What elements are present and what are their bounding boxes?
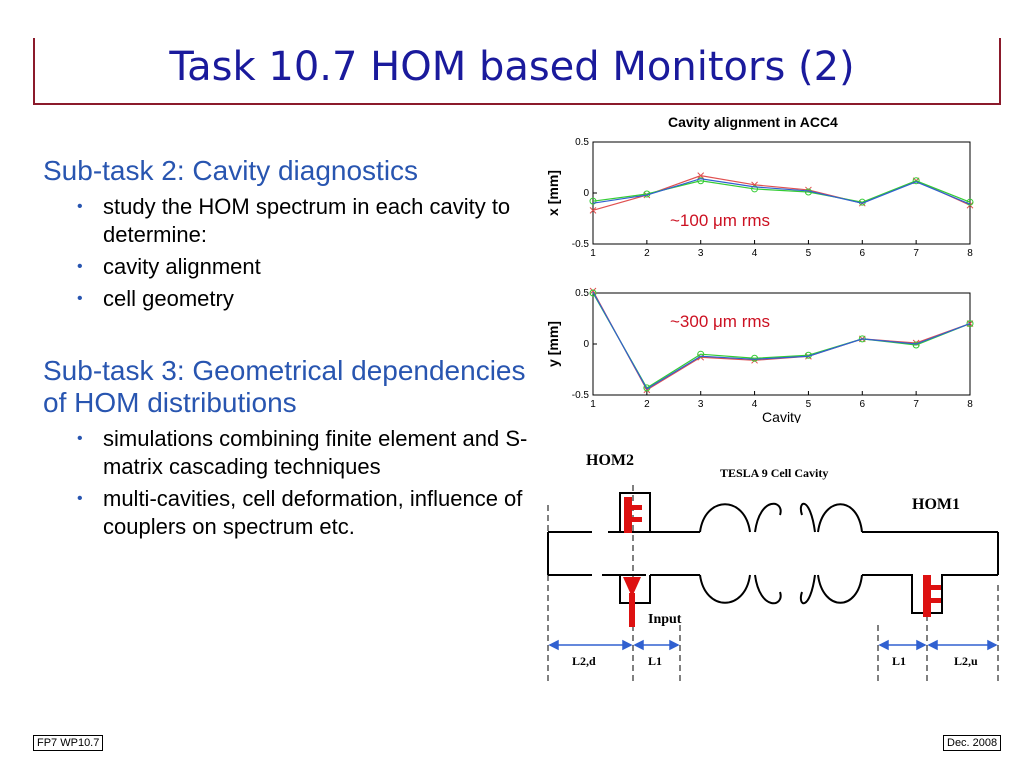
x-tick-label: 3 — [698, 399, 704, 410]
subtask3-list: simulations combining finite element and… — [43, 425, 533, 541]
chart-title: Cavity alignment in ACC4 — [668, 114, 838, 130]
x-tick-label: 1 — [590, 399, 596, 410]
y-tick-label: 0.5 — [575, 288, 589, 299]
title-right-bar — [999, 38, 1001, 104]
y-tick-label: 0.5 — [575, 137, 589, 148]
footer-left: FP7 WP10.7 — [33, 735, 104, 751]
data-point — [966, 320, 974, 328]
cell-bot-1 — [699, 574, 751, 604]
y-tick-label: 0 — [583, 339, 589, 350]
data-point — [697, 177, 705, 185]
data-point — [589, 197, 597, 205]
cavity-label: TESLA 9 Cell Cavity — [720, 466, 828, 480]
input-coupler — [623, 577, 641, 627]
hom1-coupler — [923, 575, 941, 617]
x-axis-label: Cavity — [762, 409, 801, 423]
dim-label-l2d: L2,d — [572, 654, 596, 668]
data-point — [589, 206, 597, 214]
y-axis-label: x [mm] — [545, 170, 561, 216]
data-point — [751, 354, 759, 362]
slide-title: Task 10.7 HOM based Monitors (2) — [169, 44, 855, 90]
x-tick-label: 8 — [967, 399, 973, 410]
bullet-item: multi-cavities, cell deformation, influe… — [77, 485, 533, 541]
cell-bot-2 — [754, 574, 782, 605]
data-point — [966, 198, 974, 206]
input-label: Input — [648, 612, 682, 627]
subtask2-list: study the HOM spectrum in each cavity to… — [43, 193, 533, 313]
x-tick-label: 6 — [860, 399, 866, 410]
data-point — [643, 384, 651, 392]
data-point — [912, 341, 920, 349]
rms-annotation: ~100 μm rms — [670, 211, 770, 230]
data-point — [751, 185, 759, 193]
hom1-label: HOM1 — [912, 496, 960, 513]
x-tick-label: 5 — [806, 248, 812, 259]
title-underline — [33, 103, 1001, 105]
data-point — [697, 172, 705, 180]
bullet-item: cell geometry — [77, 285, 533, 313]
x-tick-label: 3 — [698, 248, 704, 259]
title-left-bar — [33, 38, 35, 104]
rms-annotation: ~300 μm rms — [670, 312, 770, 331]
x-tick-label: 7 — [913, 399, 919, 410]
x-tick-label: 2 — [644, 248, 650, 259]
x-alignment-chart: 0.5 0 -0.51 2 3 4 5 6 7 8 x [mm] ~100 μm rms — [545, 137, 974, 259]
text-column: Sub-task 2: Cavity diagnostics study the… — [43, 155, 533, 545]
cell-bot-3 — [799, 574, 816, 605]
subtask2-heading: Sub-task 2: Cavity diagnostics — [43, 155, 419, 186]
dim-label-l1a: L1 — [648, 654, 662, 668]
x-tick-label: 7 — [913, 248, 919, 259]
x-tick-label: 4 — [752, 399, 758, 410]
cell-top-3 — [799, 502, 816, 533]
cell-top-2 — [754, 502, 782, 533]
y-tick-label: 0 — [583, 188, 589, 199]
x-tick-label: 2 — [644, 399, 650, 410]
cell-top-1 — [699, 503, 751, 533]
hom2-label: HOM2 — [586, 452, 634, 469]
data-point — [589, 289, 597, 297]
bullet-item: study the HOM spectrum in each cavity to… — [77, 193, 533, 249]
series-line — [592, 291, 971, 390]
series-line — [592, 292, 971, 389]
data-point — [589, 287, 597, 295]
hom2-port-top — [619, 492, 651, 532]
x-tick-label: 1 — [590, 248, 596, 259]
x-tick-label: 5 — [806, 399, 812, 410]
data-point — [912, 177, 920, 185]
cell-bot-4 — [817, 574, 863, 604]
hom2-coupler — [624, 497, 642, 533]
y-tick-label: -0.5 — [572, 390, 590, 401]
subtask3-heading: Sub-task 3: Geometrical dependencies of … — [43, 355, 526, 418]
tesla-cavity-diagram: HOM2 TESLA 9 Cell Cavity HOM1 Input L2,d… — [547, 452, 999, 685]
y-alignment-chart: 0.5 0 -0.51 2 3 4 5 6 7 8 y [mm] Cavity ~300 μm rms — [545, 287, 974, 423]
x-tick-label: 6 — [860, 248, 866, 259]
bullet-item: simulations combining finite element and… — [77, 425, 533, 481]
bullet-item: cavity alignment — [77, 253, 533, 281]
cell-top-4 — [817, 503, 863, 533]
dim-label-l2u: L2,u — [954, 654, 978, 668]
x-tick-label: 8 — [967, 248, 973, 259]
x-tick-label: 4 — [752, 248, 758, 259]
series-line — [592, 178, 971, 205]
y-axis-label: y [mm] — [545, 321, 561, 367]
y-tick-label: -0.5 — [572, 239, 590, 250]
data-point — [697, 350, 705, 358]
dim-label-l1b: L1 — [892, 654, 906, 668]
footer-right: Dec. 2008 — [943, 735, 1002, 751]
